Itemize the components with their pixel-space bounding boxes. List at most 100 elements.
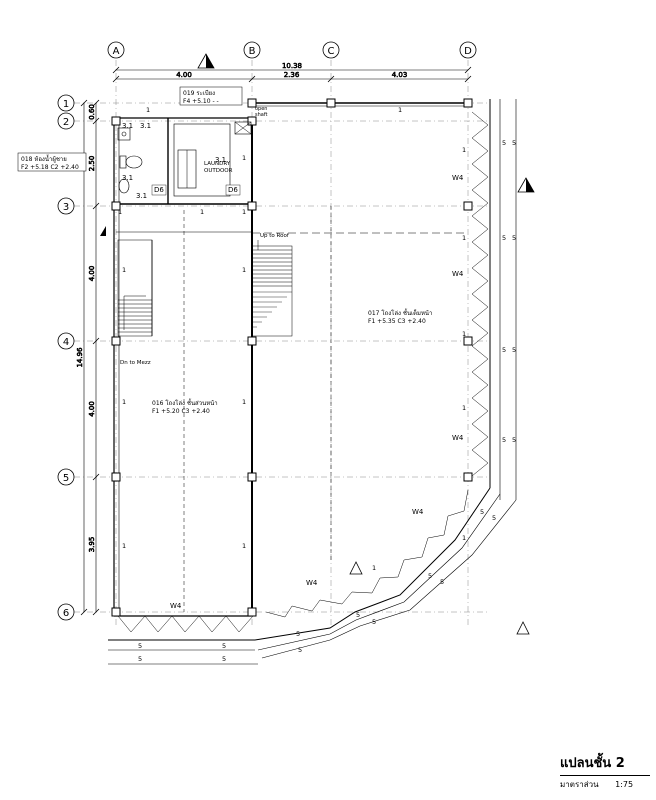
structural-column (247, 336, 257, 346)
windows (108, 99, 517, 665)
window-sash (144, 615, 173, 633)
structural-column (247, 116, 257, 126)
grid-bubble-5 (57, 468, 75, 486)
wall-type-tag: 5 (492, 514, 496, 522)
stair-up-roof (251, 245, 293, 337)
wall-type-tag: 5 (296, 630, 300, 638)
grid-bubble-label: 6 (63, 608, 69, 619)
window-sash (403, 537, 429, 561)
north-arrow-half-icon (206, 54, 214, 68)
shaft-cross (234, 121, 252, 135)
dim-total-height: 14.96 (76, 347, 84, 368)
finish-tag: 3.1 (122, 174, 133, 182)
door-tag (225, 184, 241, 196)
dim-tick (92, 117, 100, 125)
wall-type-tag: 5 (480, 508, 484, 516)
open-shaft-label: open (255, 106, 267, 112)
door-tag-d6: D6 (154, 186, 164, 194)
structural-column (463, 336, 473, 346)
window-sash (471, 137, 489, 165)
grid-bubble-3 (57, 197, 75, 215)
wall-type-tag: 1 (146, 106, 150, 114)
structural-column (463, 201, 473, 211)
wall-type-tag: 5 (138, 655, 142, 663)
finish-tag: 3.1 (215, 156, 226, 164)
window-sash (379, 559, 405, 579)
grid-bubble-label: 1 (63, 99, 69, 110)
dim-tick (80, 99, 88, 107)
window-tag-w4: W4 (452, 174, 464, 182)
wall-type-tag: 1 (462, 146, 466, 154)
dim-tick (92, 473, 100, 481)
scale-note: มาตราส่วน 1:75 (560, 775, 650, 791)
window-tag-w4: W4 (412, 508, 424, 516)
wall-type-tag: 5 (502, 436, 506, 444)
wall-type-tag: 5 (356, 611, 360, 619)
window-sash (471, 397, 489, 425)
grid-bubble-label: 5 (63, 473, 69, 484)
wall-type-tag: 1 (122, 266, 126, 274)
room-017-name: 017 โถงโล่ง ชั้นเต็มหน้า (368, 307, 432, 317)
wall-type-tag: 5 (372, 618, 376, 626)
wall-type-tag: 1 (242, 154, 246, 162)
wall-type-tag: 1 (462, 234, 466, 242)
grid-bubble-label: C (328, 46, 335, 57)
basin (118, 178, 130, 194)
dim-tick (92, 608, 100, 616)
wall-type-tag: 5 (428, 572, 432, 580)
wall-type-tag: 1 (200, 208, 204, 216)
dim-row-span: 3.95 (88, 537, 96, 553)
wall-type-tag: 5 (502, 346, 506, 354)
dim-total-width: 10.38 (282, 62, 302, 70)
structural-column (111, 336, 121, 346)
grid-bubble-d (459, 41, 477, 59)
grid-bubble-label: B (249, 46, 256, 57)
window-sash (291, 599, 321, 612)
grid-lines (74, 60, 490, 625)
window-sash (447, 489, 469, 517)
window-tag-w4: W4 (170, 602, 182, 610)
door-tag (151, 184, 167, 196)
grid-bubble-a (107, 41, 125, 59)
room-016-spec: F1 +5.20 C3 +2.40 (152, 408, 210, 415)
window-sash (471, 345, 489, 373)
facade-angled-outer (254, 487, 491, 641)
window-tag-w4: W4 (452, 434, 464, 442)
structural-column (111, 607, 121, 617)
window-sash (117, 615, 146, 633)
room-018-name: 018 ห้องน้ำผู้ชาย (21, 153, 67, 163)
wall-type-tag: 1 (122, 542, 126, 550)
wall-type-tag: 5 (298, 646, 302, 654)
window-sash (319, 591, 353, 605)
finish-tag: 3.1 (136, 192, 147, 200)
structural-column (247, 201, 257, 211)
laundry-label: OUTDOOR (204, 168, 233, 174)
walls (113, 102, 468, 617)
window-sash (351, 577, 381, 594)
wall-type-tag: 1 (122, 398, 126, 406)
window-sash (471, 189, 489, 217)
window-sash (198, 615, 227, 633)
dim-col-span: 2.36 (284, 71, 300, 79)
room-019-name: 019 ระเบียง (183, 89, 215, 97)
grid-bubble-label: 2 (63, 117, 69, 128)
structural-column (111, 116, 121, 126)
window-sash (471, 371, 489, 399)
dim-tick (80, 608, 88, 616)
dim-tick (112, 66, 120, 74)
structural-columns (111, 98, 473, 617)
dim-tick (248, 75, 256, 83)
window-sash (427, 515, 449, 539)
grid-bubble-label: D (464, 46, 472, 57)
wall-type-tag: 1 (242, 398, 246, 406)
window-sash (171, 615, 200, 633)
grid-bubble-1 (57, 94, 75, 112)
grid-bubble-4 (57, 332, 75, 350)
window-tag-w4: W4 (306, 579, 318, 587)
window-sash (471, 423, 489, 451)
wall-type-tag: 5 (222, 642, 226, 650)
room-tag-018 (17, 152, 87, 172)
open-shaft-label: shaft (255, 112, 268, 118)
room-tag-019 (179, 86, 243, 106)
